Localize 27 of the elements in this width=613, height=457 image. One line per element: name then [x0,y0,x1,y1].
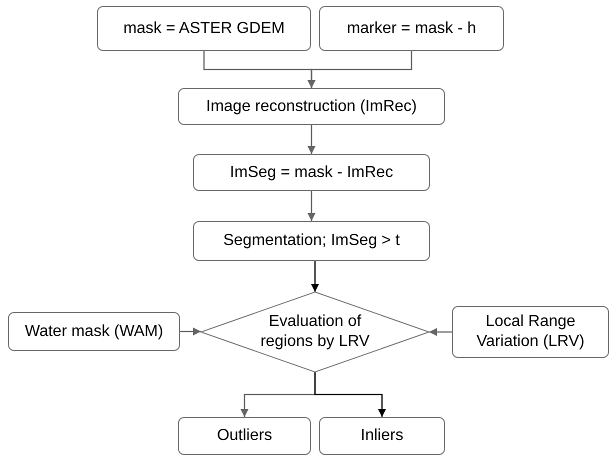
node-label: Evaluation of regions by LRV [259,312,371,352]
arrow [311,261,319,292]
process-box [452,306,609,358]
arrow [180,328,201,336]
arrow [308,51,412,88]
node-label: Inliers [360,426,404,446]
node-label: Water mask (WAM) [24,322,164,342]
process-box [193,221,430,261]
node-label: ImSeg = mask - ImRec [230,162,394,182]
decision-diamond [201,292,429,372]
arrow [308,191,316,221]
node-label: Segmentation; ImSeg > t [223,231,400,251]
process-box [193,154,430,191]
arrow [429,328,452,336]
process-box [319,6,504,51]
node-label: mask = ASTER GDEM [123,18,285,38]
arrow [308,125,316,154]
node-label: marker = mask - h [346,18,476,38]
node-label: Outliers [216,426,272,446]
arrow [314,372,386,417]
node-label: Local Range Variation (LRV) [476,312,586,352]
process-box [319,417,445,455]
process-box [178,88,445,125]
process-box [178,417,311,455]
process-box [97,6,311,51]
process-box [8,312,180,351]
node-label: Image reconstruction (ImRec) [206,96,417,116]
